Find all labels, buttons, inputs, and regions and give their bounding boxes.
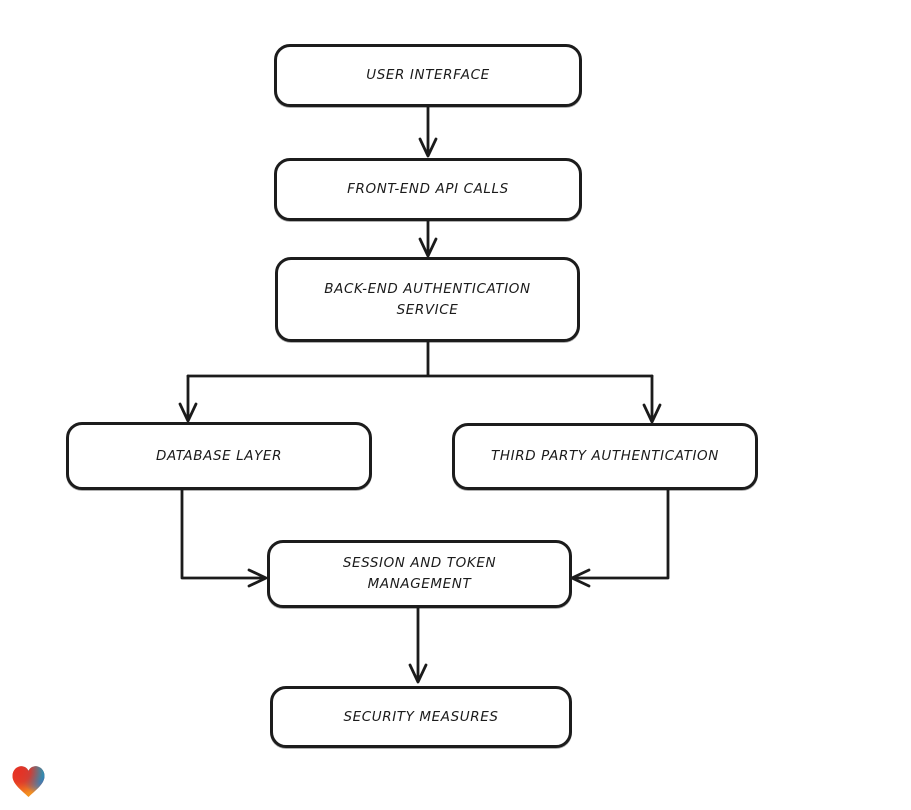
node-session-token-management-label: SESSION AND TOKEN MANAGEMENT: [342, 555, 497, 592]
node-database-layer-label: DATABASE LAYER: [155, 447, 283, 464]
arrowhead-down-icon: [178, 402, 198, 423]
node-front-end-api-calls-label: FRONT-END API CALLS: [347, 181, 509, 198]
node-third-party-authentication[interactable]: THIRD PARTY AUTHENTICATION: [452, 423, 758, 490]
arrowhead-down-icon: [418, 137, 438, 158]
edge-database-to-session: [180, 488, 264, 580]
node-security-measures-label: SECURITY MEASURES: [343, 708, 499, 725]
arrowhead-down-icon: [642, 403, 662, 424]
arrowhead-right-icon: [247, 568, 268, 588]
edge-thirdparty-to-session: [574, 488, 670, 580]
node-back-end-auth-service[interactable]: BACK-END AUTHENTICATION SERVICE: [275, 257, 580, 342]
gradient-heart-logo-icon[interactable]: [10, 764, 47, 799]
arrowhead-down-icon: [408, 663, 428, 684]
node-third-party-authentication-label: THIRD PARTY AUTHENTICATION: [491, 448, 719, 465]
node-security-measures[interactable]: SECURITY MEASURES: [270, 686, 572, 748]
node-user-interface[interactable]: USER INTERFACE: [274, 44, 582, 107]
node-front-end-api-calls[interactable]: FRONT-END API CALLS: [274, 158, 582, 221]
node-back-end-auth-service-label: BACK-END AUTHENTICATION SERVICE: [324, 280, 531, 318]
arrowhead-left-icon: [570, 568, 591, 588]
edge-backend-branch-rail: [186, 340, 654, 378]
node-session-token-management[interactable]: SESSION AND TOKEN MANAGEMENT: [267, 540, 572, 608]
arrowhead-down-icon: [418, 237, 438, 258]
node-user-interface-label: USER INTERFACE: [366, 67, 490, 84]
node-database-layer[interactable]: DATABASE LAYER: [66, 422, 372, 490]
